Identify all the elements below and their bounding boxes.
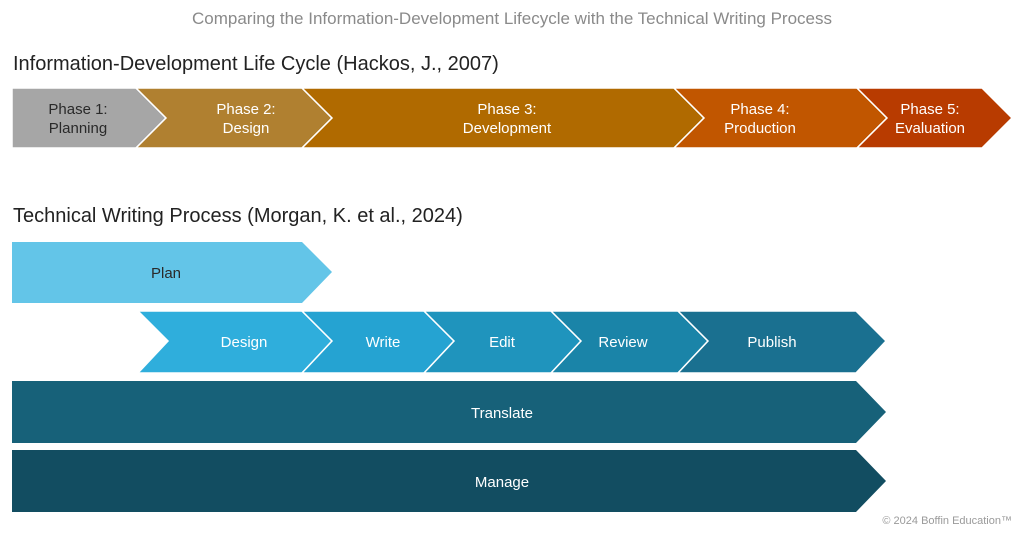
manage-shape (12, 450, 886, 512)
manage-row: Manage (12, 450, 886, 512)
steps-row: Design Write Edit Review Publish (136, 310, 888, 374)
phase-4-label-2: Production (724, 120, 796, 137)
phase-5-label-2: Evaluation (895, 120, 965, 137)
page-title: Comparing the Information-Development Li… (192, 9, 832, 28)
step-design-label: Design (221, 334, 268, 351)
translate-row: Translate (12, 381, 886, 443)
phase-5-label-1: Phase 5: (900, 101, 959, 118)
step-review-label: Review (598, 334, 647, 351)
translate-label: Translate (471, 405, 533, 422)
step-publish-label: Publish (747, 334, 796, 351)
phase-2-shape (134, 87, 334, 149)
step-publish-shape (676, 310, 888, 374)
phase-4-shape (672, 87, 889, 149)
plan-row: Plan (12, 242, 332, 303)
phase-1-shape (11, 87, 168, 149)
copyright-footer: © 2024 Boffin Education™ (882, 515, 1012, 527)
lifecycle-heading: Information-Development Life Cycle (Hack… (13, 53, 499, 75)
phase-2-label-1: Phase 2: (216, 101, 275, 118)
step-edit-label: Edit (489, 334, 516, 351)
step-write-label: Write (366, 334, 401, 351)
plan-label: Plan (151, 265, 181, 282)
phase-3-shape (300, 87, 706, 149)
phase-3-label-2: Development (463, 120, 552, 137)
phase-3-label-1: Phase 3: (477, 101, 536, 118)
phase-1-label-2: Planning (49, 120, 107, 137)
manage-label: Manage (475, 474, 529, 491)
phase-1-label-1: Phase 1: (48, 101, 107, 118)
phase-4-label-1: Phase 4: (730, 101, 789, 118)
lifecycle-row: Phase 1: Planning Phase 2: Design Phase … (11, 87, 1014, 149)
phase-5-shape (855, 87, 1014, 149)
process-heading: Technical Writing Process (Morgan, K. et… (13, 205, 463, 227)
phase-2-label-2: Design (223, 120, 270, 137)
translate-shape (12, 381, 886, 443)
plan-shape (12, 242, 332, 303)
